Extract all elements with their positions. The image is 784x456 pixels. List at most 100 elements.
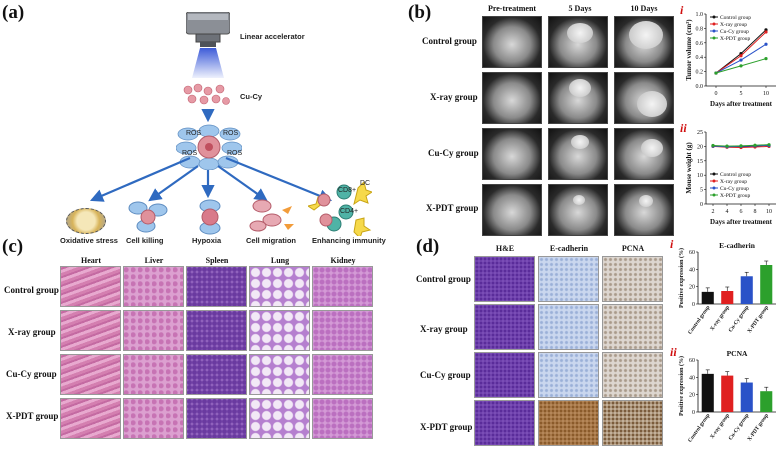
y-tick-label: 0: [692, 410, 695, 416]
x-tick-label: 5: [740, 91, 743, 97]
mri-image: [482, 72, 542, 124]
data-point: [764, 57, 768, 61]
he-stain-image: [249, 398, 310, 439]
bar: [760, 265, 773, 304]
panel-d-label: (d): [416, 236, 440, 257]
legend-marker: [712, 193, 716, 197]
legend-label: X-ray group: [720, 179, 747, 185]
he-stain-image: [249, 354, 310, 395]
y-axis-label: Mouse weight (g): [685, 142, 693, 194]
bar: [701, 291, 714, 304]
he-stain-image: [186, 310, 247, 351]
x-tick-label: 4: [726, 209, 729, 215]
he-stain-image: [186, 266, 247, 307]
chart-panel-marker: i: [680, 4, 684, 17]
mri-image: [614, 72, 674, 124]
ihc-stain-image: [474, 400, 535, 446]
column-header: Liver: [144, 256, 164, 265]
bar: [740, 276, 753, 304]
column-header: 10 Days: [630, 4, 658, 13]
y-tick-label: 0.0: [696, 84, 704, 90]
panel-c-label: (c): [2, 236, 24, 257]
he-stain-image: [60, 398, 121, 439]
he-stain-image: [312, 266, 373, 307]
mri-image: [482, 184, 542, 236]
ihc-stain-image: [602, 304, 663, 350]
data-point: [739, 144, 743, 148]
row-label: Control group: [4, 285, 59, 295]
mri-image: [614, 184, 674, 236]
legend-marker: [712, 15, 716, 19]
x-tick-label: X-PDT group: [747, 305, 770, 335]
data-point: [725, 144, 729, 148]
panel-a-label: (a): [2, 2, 25, 23]
row-label: X-PDT group: [6, 411, 59, 421]
mri-image: [482, 16, 542, 68]
y-axis-label: Positive expression (%): [678, 248, 685, 308]
he-stain-image: [60, 266, 121, 307]
row-label: X-ray group: [8, 327, 56, 337]
column-header: PCNA: [621, 244, 645, 253]
y-tick-label: 10: [697, 173, 703, 179]
data-point: [753, 143, 757, 147]
legend-marker: [712, 36, 716, 40]
x-axis-label: Days after treatment: [710, 100, 773, 108]
y-tick-label: 15: [697, 159, 703, 165]
chart-title: E-cadherin: [719, 241, 756, 250]
y-tick-label: 40: [689, 267, 695, 273]
mri-image: [548, 128, 608, 180]
data-point: [764, 42, 768, 46]
cd4-label: CD4+: [340, 208, 359, 215]
x-tick-label: 0: [715, 91, 718, 97]
oxidative-stress-icon: [66, 208, 106, 234]
legend-label: Control group: [720, 172, 751, 178]
he-stain-image: [123, 354, 184, 395]
y-tick-label: 60: [689, 358, 695, 364]
column-header: Lung: [270, 256, 290, 265]
tumor-cell-cluster-icon: [175, 124, 243, 171]
x-tick-label: 2: [712, 209, 715, 215]
legend-label: X-PDT group: [720, 36, 751, 42]
he-stain-image: [123, 310, 184, 351]
y-tick-label: 5: [700, 188, 703, 194]
x-tick-label: 8: [754, 209, 757, 215]
mri-image: [548, 184, 608, 236]
y-tick-label: 0: [692, 302, 695, 308]
x-tick-label: 10: [766, 209, 772, 215]
ros-label: ROS: [227, 150, 243, 157]
y-tick-label: 20: [697, 144, 703, 150]
x-axis-label: Days after treatment: [710, 218, 773, 226]
row-label: X-ray group: [420, 324, 468, 334]
column-header: Heart: [81, 256, 101, 265]
he-stain-image: [186, 398, 247, 439]
he-stain-image: [123, 398, 184, 439]
cell-killing-icon: [128, 200, 168, 241]
he-stain-image: [249, 266, 310, 307]
y-tick-label: 60: [689, 250, 695, 256]
x-tick-label: X-ray group: [709, 305, 731, 332]
data-point: [714, 71, 718, 75]
legend-marker: [712, 179, 716, 183]
mri-image: [614, 16, 674, 68]
outcome-label: Cell migration: [246, 236, 297, 245]
legend-marker: [712, 186, 716, 190]
column-header: Kidney: [330, 256, 356, 265]
outcome-label: Oxidative stress: [60, 236, 118, 245]
y-axis-label: Tumor volume (cm³): [685, 19, 693, 81]
nanoparticle-cluster-icon: [180, 82, 232, 108]
bar: [721, 291, 734, 304]
column-header: H&E: [495, 244, 515, 253]
legend-label: X-PDT group: [720, 193, 751, 199]
row-label: X-PDT group: [420, 422, 473, 432]
immune-cells-icon: [306, 180, 374, 241]
outcome-label: Hypoxia: [192, 236, 222, 245]
radiation-beam: [192, 48, 224, 78]
accelerator-label: Linear accelerator: [240, 32, 305, 41]
data-point: [739, 64, 743, 68]
mechanism-arrows: [89, 109, 333, 203]
y-tick-label: 0: [700, 202, 703, 208]
y-tick-label: 0.6: [696, 41, 704, 47]
